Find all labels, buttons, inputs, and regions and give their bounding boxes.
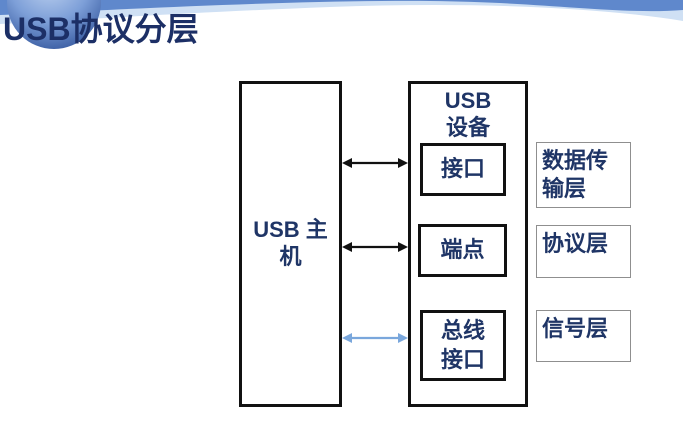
interface-label: 接口	[440, 156, 485, 182]
protocol-layer-label: 协议层	[542, 231, 609, 256]
page-title: USB协议分层	[3, 11, 199, 47]
protocol-layer-box: 协议层	[536, 225, 631, 278]
usb-host-label: USB 主机	[253, 217, 328, 269]
data-transfer-layer-label: 数据传输层	[542, 148, 609, 202]
host-endpoint-arrow	[342, 242, 408, 252]
usb-device-box: USB 设备 接口 端点 总线接口	[408, 81, 528, 407]
interface-box: 接口	[420, 143, 506, 196]
bus-interface-label: 总线接口	[440, 318, 485, 372]
endpoint-label: 端点	[440, 237, 485, 263]
host-bus-interface-arrow	[342, 333, 408, 343]
usb-device-label: USB 设备	[444, 88, 492, 140]
signal-layer-label: 信号层	[542, 316, 609, 341]
usb-host-box: USB 主机	[239, 81, 342, 407]
data-transfer-layer-box: 数据传输层	[536, 142, 631, 208]
bus-interface-box: 总线接口	[420, 310, 506, 381]
host-interface-arrow	[342, 158, 408, 168]
signal-layer-box: 信号层	[536, 310, 631, 362]
endpoint-box: 端点	[418, 224, 507, 277]
